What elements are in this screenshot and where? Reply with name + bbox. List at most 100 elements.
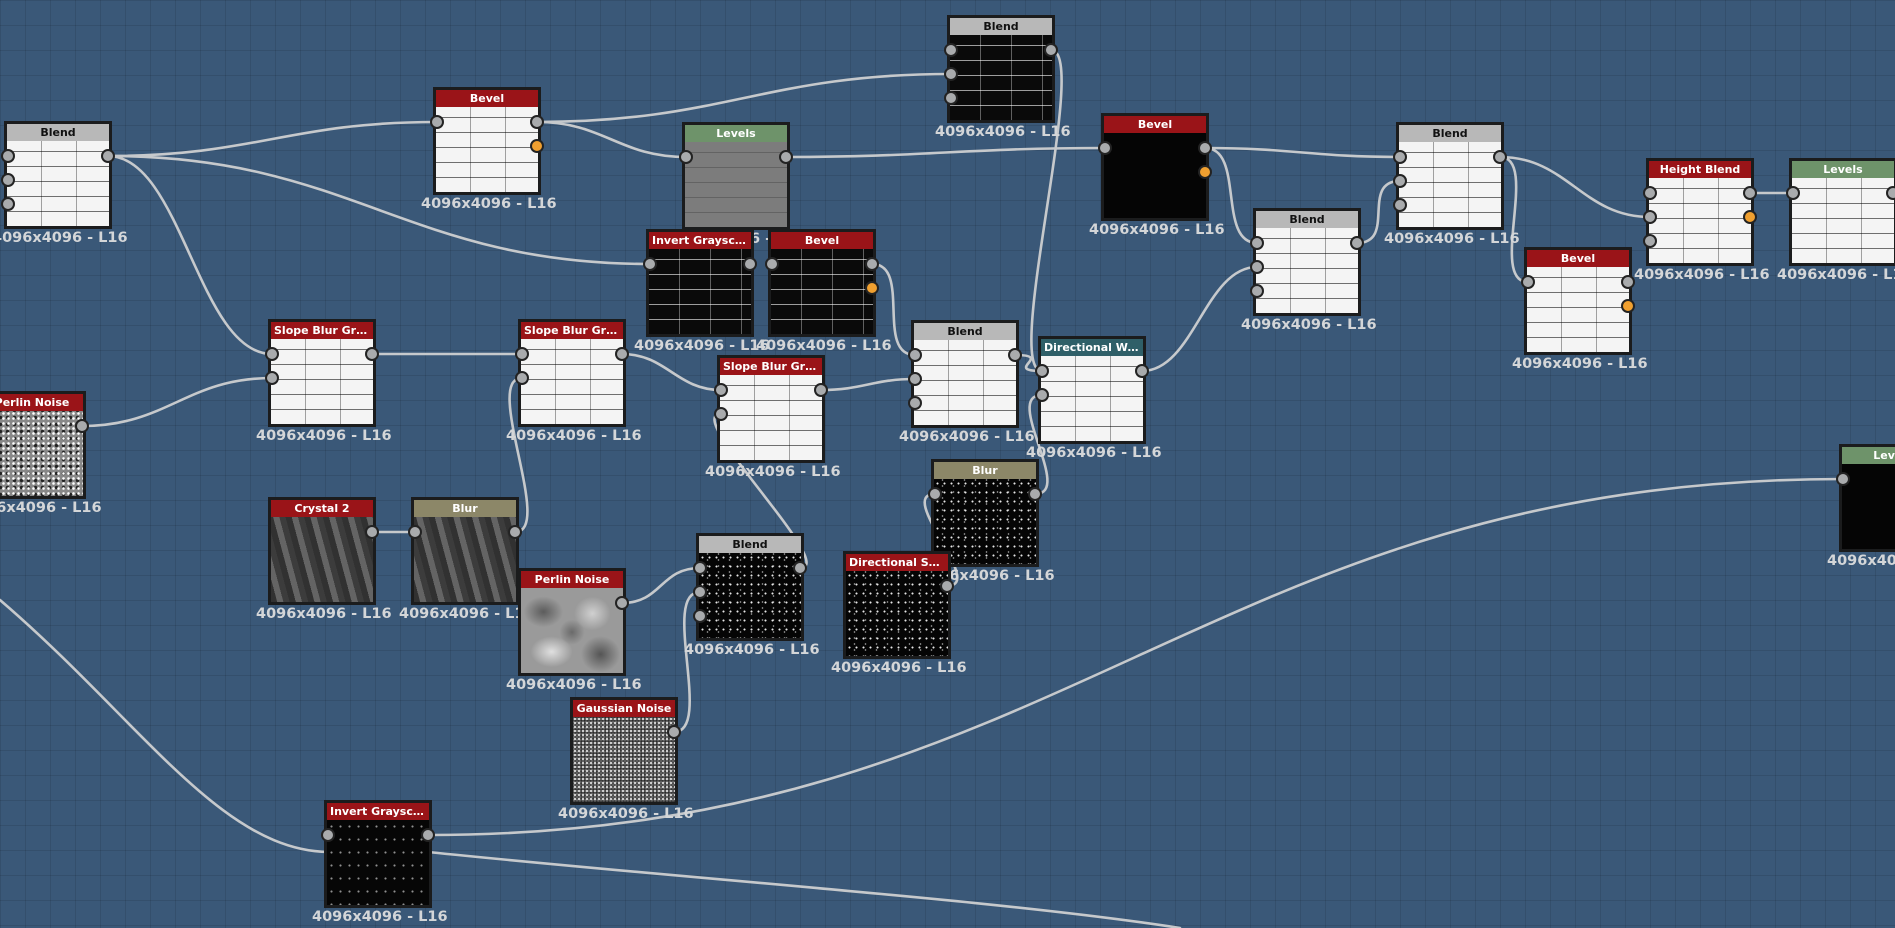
node-blur1[interactable]: Blur [411, 497, 519, 605]
input-port[interactable] [321, 828, 335, 842]
output-port[interactable] [530, 115, 544, 129]
node-blur2[interactable]: Blur [931, 459, 1039, 567]
input-port[interactable] [1521, 275, 1535, 289]
output-port[interactable] [865, 257, 879, 271]
output-port[interactable] [814, 383, 828, 397]
input-port[interactable] [1643, 234, 1657, 248]
input-port[interactable] [693, 609, 707, 623]
node-slope3[interactable]: Slope Blur Grayscale [717, 355, 825, 463]
connection-wire[interactable] [1355, 179, 1402, 245]
connection-wire[interactable] [426, 477, 1845, 837]
input-port[interactable] [714, 407, 728, 421]
input-port[interactable] [944, 67, 958, 81]
input-port[interactable] [944, 43, 958, 57]
output-port[interactable] [421, 828, 435, 842]
connection-wire[interactable] [426, 850, 1182, 928]
connection-wire[interactable] [1203, 146, 1402, 159]
output-port[interactable] [1743, 186, 1757, 200]
input-port[interactable] [1250, 236, 1264, 250]
connection-wire[interactable] [1030, 48, 1063, 373]
input-port[interactable] [908, 396, 922, 410]
output-port[interactable] [1044, 43, 1058, 57]
connection-wire[interactable] [620, 352, 723, 392]
output-port[interactable] [667, 725, 681, 739]
secondary-output-port[interactable] [530, 139, 544, 153]
input-port[interactable] [1, 149, 15, 163]
secondary-output-port[interactable] [865, 281, 879, 295]
input-port[interactable] [1836, 472, 1850, 486]
input-port[interactable] [1786, 186, 1800, 200]
connection-wire[interactable] [672, 590, 702, 734]
output-port[interactable] [1135, 364, 1149, 378]
output-port[interactable] [1493, 150, 1507, 164]
input-port[interactable] [1393, 174, 1407, 188]
connection-wire[interactable] [1140, 265, 1259, 373]
output-port[interactable] [365, 347, 379, 361]
output-port[interactable] [779, 150, 793, 164]
output-port[interactable] [508, 525, 522, 539]
input-port[interactable] [944, 91, 958, 105]
node-blend5[interactable]: Blend [911, 320, 1019, 428]
output-port[interactable] [793, 561, 807, 575]
connection-wire[interactable] [1028, 393, 1049, 496]
connection-wire[interactable] [1013, 353, 1044, 373]
input-port[interactable] [679, 150, 693, 164]
node-perlin2[interactable]: Perlin Noise [518, 568, 626, 676]
input-port[interactable] [693, 585, 707, 599]
connection-wire[interactable] [535, 72, 953, 124]
node-bevel1[interactable]: Bevel [433, 87, 541, 195]
node-dirwarp[interactable]: Directional Warp [1038, 336, 1146, 444]
input-port[interactable] [1035, 364, 1049, 378]
node-levels1[interactable]: Levels [682, 122, 790, 230]
node-crystal2[interactable]: Crystal 2 [268, 497, 376, 605]
secondary-output-port[interactable] [1198, 165, 1212, 179]
node-bevel4[interactable]: Bevel [768, 229, 876, 337]
node-invgray1[interactable]: Invert Grayscale [646, 229, 754, 337]
node-blend6[interactable]: Blend [696, 533, 804, 641]
input-port[interactable] [643, 257, 657, 271]
input-port[interactable] [515, 347, 529, 361]
input-port[interactable] [408, 525, 422, 539]
output-port[interactable] [1008, 348, 1022, 362]
input-port[interactable] [1393, 198, 1407, 212]
node-blend1[interactable]: Blend [4, 121, 112, 229]
output-port[interactable] [101, 149, 115, 163]
input-port[interactable] [265, 347, 279, 361]
output-port[interactable] [743, 257, 757, 271]
output-port[interactable] [615, 347, 629, 361]
secondary-output-port[interactable] [1743, 210, 1757, 224]
connection-wire[interactable] [1498, 155, 1530, 284]
input-port[interactable] [693, 561, 707, 575]
input-port[interactable] [430, 115, 444, 129]
node-heightblend[interactable]: Height Blend [1646, 158, 1754, 266]
connection-wire[interactable] [106, 120, 439, 158]
output-port[interactable] [75, 419, 89, 433]
connection-wire[interactable] [784, 146, 1107, 159]
connection-wire[interactable] [535, 120, 688, 159]
input-port[interactable] [1098, 141, 1112, 155]
node-invgray2[interactable]: Invert Grayscale [324, 800, 432, 908]
connection-wire[interactable] [0, 598, 330, 854]
connection-wire[interactable] [106, 154, 274, 356]
output-port[interactable] [1028, 487, 1042, 501]
output-port[interactable] [1886, 186, 1895, 200]
input-port[interactable] [515, 371, 529, 385]
connection-wire[interactable] [1498, 155, 1652, 219]
input-port[interactable] [928, 487, 942, 501]
input-port[interactable] [908, 372, 922, 386]
node-blend3[interactable]: Blend [1396, 122, 1504, 230]
connection-wire[interactable] [508, 376, 529, 534]
output-port[interactable] [1350, 236, 1364, 250]
node-gauss[interactable]: Gaussian Noise [570, 697, 678, 805]
connection-wire[interactable] [1203, 146, 1259, 245]
node-bevel2[interactable]: Bevel [1101, 113, 1209, 221]
input-port[interactable] [1393, 150, 1407, 164]
input-port[interactable] [765, 257, 779, 271]
node-slope1[interactable]: Slope Blur Grayscale [268, 319, 376, 427]
output-port[interactable] [1198, 141, 1212, 155]
node-blend2[interactable]: Blend [947, 15, 1055, 123]
output-port[interactable] [940, 579, 954, 593]
secondary-output-port[interactable] [1621, 299, 1635, 313]
input-port[interactable] [265, 371, 279, 385]
